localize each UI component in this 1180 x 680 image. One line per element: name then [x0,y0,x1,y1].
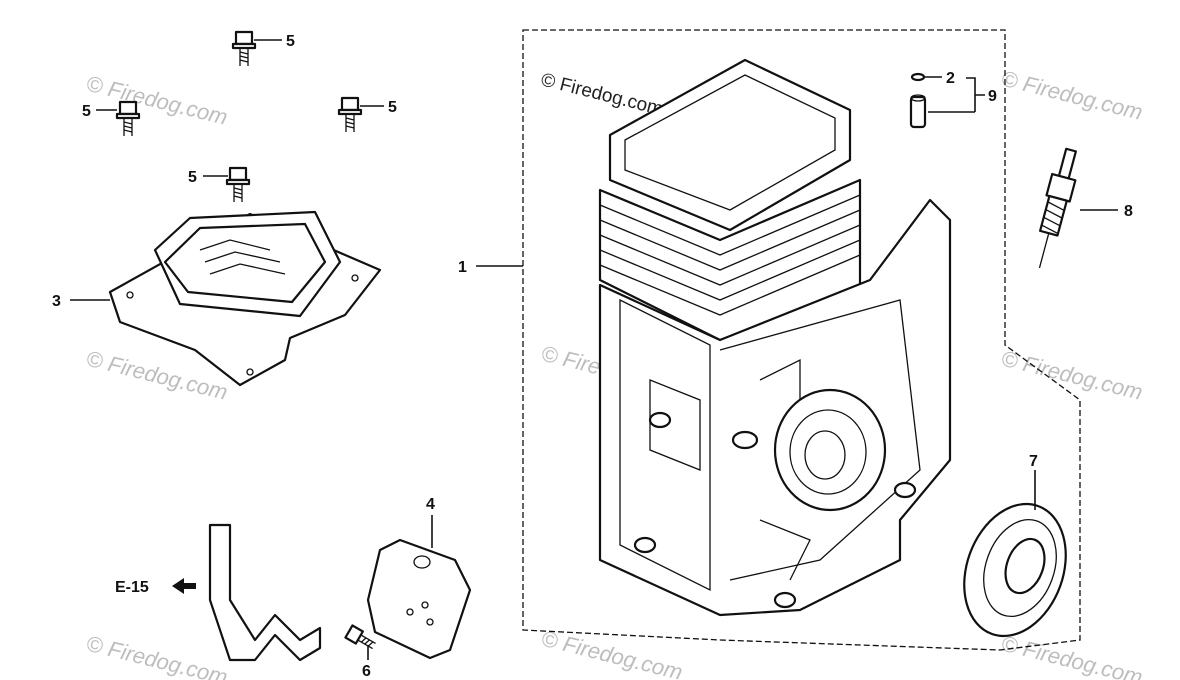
reference-arrow: E-15 [115,578,196,596]
bolt-icon [115,100,141,136]
oil-seal [963,502,1067,638]
copyright-credit: © Firedog.com [539,69,665,120]
callout-4: 4 [426,496,435,513]
watermark: © Firedog.com [999,66,1145,125]
callout-2: 2 [946,70,955,87]
callout-3: 3 [52,293,61,310]
callout-1: 1 [458,259,467,276]
watermark: © Firedog.com [84,71,230,130]
bolt-icon [344,624,376,650]
dowel-pin [909,72,927,129]
spark-plug [1038,147,1077,269]
breather-plate [366,538,472,660]
callout-9: 9 [988,88,997,105]
callout-8: 8 [1124,203,1133,220]
leader-line [928,77,985,113]
watermark: © Firedog.com [84,631,230,680]
watermark: © Firedog.com [999,346,1145,405]
rocker-cover [108,210,382,387]
callout-5: 5 [188,169,197,186]
breather-tube [208,523,322,662]
bolt-icon [225,166,251,202]
callout-7: 7 [1029,453,1038,470]
bolt-icon [231,30,257,66]
callout-5: 5 [82,103,91,120]
assembly-boundary [522,29,1081,651]
callout-5: 5 [388,99,397,116]
watermark: © Firedog.com [539,626,685,680]
reference-label: E-15 [115,579,149,596]
arrow-left-icon [172,578,196,594]
callout-6: 6 [362,663,371,680]
bolt-icon [337,96,363,132]
engine-block [598,58,952,617]
callout-5: 5 [286,33,295,50]
watermark: © Firedog.com [999,631,1145,680]
